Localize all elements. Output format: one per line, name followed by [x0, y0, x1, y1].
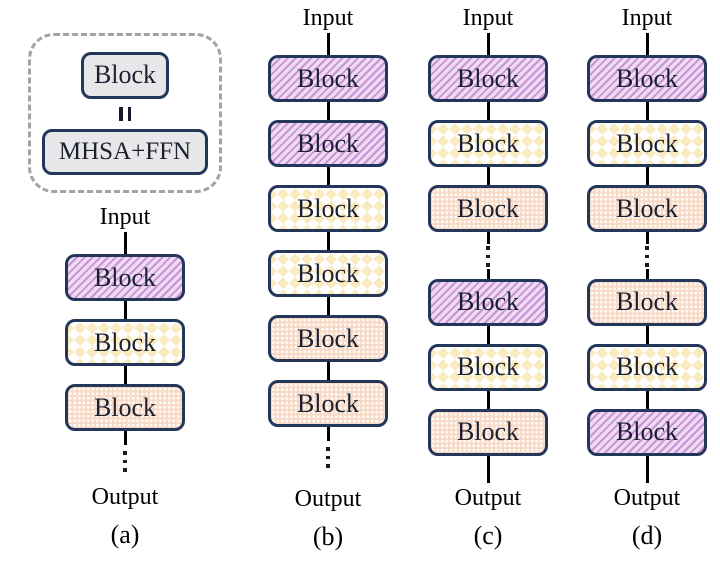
output-label: Output: [91, 483, 159, 510]
block-purple: Block: [268, 55, 388, 102]
block-purple: Block: [587, 408, 707, 456]
vertical-ellipsis-icon: [123, 451, 127, 472]
column-caption: (b): [312, 521, 344, 551]
connector-line: [645, 102, 649, 120]
connector-line: [123, 232, 127, 254]
legend-box: Block MHSA+FFN: [28, 33, 222, 193]
vertical-ellipsis-icon: [486, 246, 490, 267]
block-yellow: Block: [65, 319, 185, 366]
block-orange: Block: [428, 408, 548, 456]
connector-line: [486, 102, 490, 120]
legend-block: Block: [81, 51, 169, 99]
legend-block-label: Block: [93, 60, 157, 89]
connector-line: [486, 33, 490, 55]
column-caption: (c): [473, 520, 503, 550]
block-orange: Block: [268, 380, 388, 427]
block-yellow: Block: [268, 185, 388, 232]
connector-line: [645, 232, 649, 244]
output-label: Output: [454, 484, 522, 511]
block-purple: Block: [587, 55, 707, 102]
block-orange: Block: [587, 278, 707, 326]
block-yellow: Block: [428, 343, 548, 391]
connector-line: [123, 301, 127, 319]
connector-line: [645, 167, 649, 185]
input-label: Input: [99, 204, 151, 230]
output-label: Output: [613, 484, 681, 511]
rotated-equals-icon: [119, 102, 131, 126]
legend-expansion: MHSA+FFN: [42, 128, 208, 175]
connector-line: [645, 325, 649, 344]
connector-line: [645, 268, 649, 279]
block-purple: Block: [268, 120, 388, 167]
connector-line: [326, 33, 330, 55]
block-purple: Block: [428, 278, 548, 326]
connector-line: [326, 102, 330, 120]
connector-line: [486, 325, 490, 344]
connector-line: [326, 297, 330, 315]
block-orange: Block: [428, 185, 548, 232]
connector-line: [123, 431, 127, 445]
column-caption: (d): [631, 520, 663, 550]
connector-line: [645, 390, 649, 409]
connector-line: [486, 232, 490, 244]
connector-line: [326, 232, 330, 250]
connector-line: [326, 362, 330, 380]
input-label: Input: [462, 5, 514, 31]
output-label: Output: [294, 485, 362, 512]
connector-line: [326, 167, 330, 185]
column-caption: (a): [110, 519, 140, 549]
connector-line: [645, 455, 649, 483]
connector-line: [486, 268, 490, 279]
block-purple: Block: [428, 55, 548, 102]
block-yellow: Block: [428, 120, 548, 167]
connector-line: [123, 366, 127, 384]
vertical-ellipsis-icon: [645, 246, 649, 267]
connector-line: [486, 167, 490, 185]
block-yellow: Block: [587, 120, 707, 167]
connector-line: [326, 427, 330, 441]
legend-expansion-label: MHSA+FFN: [58, 137, 192, 165]
block-orange: Block: [587, 185, 707, 232]
block-orange: Block: [65, 384, 185, 431]
block-purple: Block: [65, 254, 185, 301]
connector-line: [645, 33, 649, 55]
block-yellow: Block: [268, 250, 388, 297]
connector-line: [486, 455, 490, 483]
block-orange: Block: [268, 315, 388, 362]
vertical-ellipsis-icon: [326, 447, 330, 468]
input-label: Input: [621, 5, 673, 31]
block-yellow: Block: [587, 343, 707, 391]
input-label: Input: [302, 5, 354, 31]
connector-line: [486, 390, 490, 409]
